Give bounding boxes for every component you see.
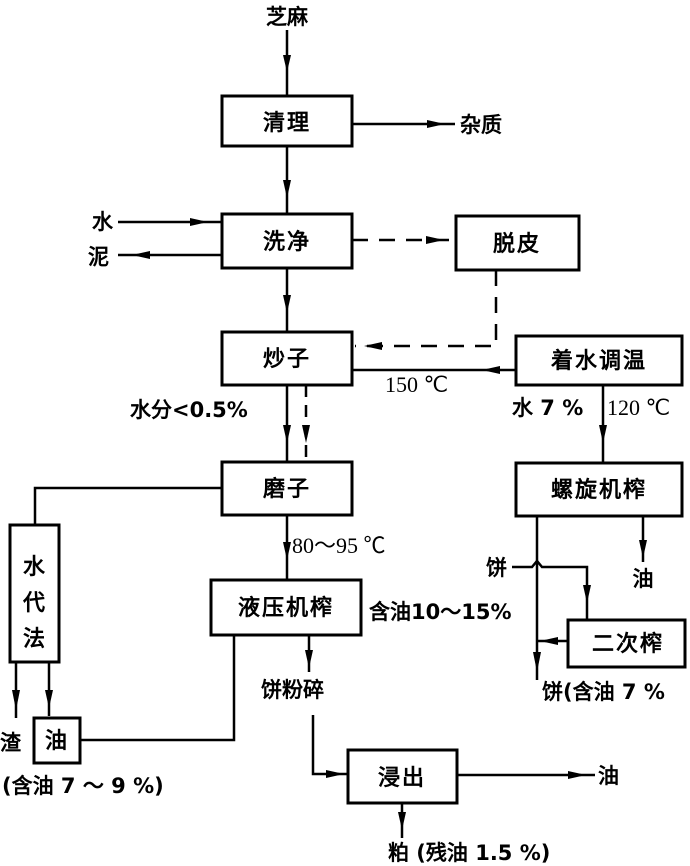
arrowhead <box>283 425 291 443</box>
arrowhead <box>283 295 291 313</box>
input-sesame-label: 芝麻 <box>266 5 309 29</box>
arrowhead <box>533 652 541 672</box>
node-oil-box-label: 油 <box>45 729 69 754</box>
screw-oil-label: 油 <box>633 567 654 591</box>
edge-dehulling-roasting <box>355 270 498 348</box>
arrowhead <box>482 366 500 374</box>
node-water-conditioning <box>514 334 684 387</box>
node-second-press-label: 二次榨 <box>592 631 664 657</box>
arrowhead <box>398 812 406 830</box>
water-method-oil-content-label: (含油 7 ～ 9 %) <box>2 774 164 798</box>
edge-cakecrush-extraction <box>311 715 348 776</box>
arrowhead <box>302 425 310 443</box>
arrowhead <box>364 342 382 350</box>
node-dehulling-label: 脱皮 <box>493 231 541 257</box>
water-percent-label: 水 7 % <box>512 396 583 420</box>
extraction-oil-label: 油 <box>598 764 619 788</box>
node-roasting <box>220 330 354 387</box>
node-extraction <box>346 748 459 805</box>
arrowhead <box>568 771 586 779</box>
arrowhead <box>540 637 558 645</box>
node-oil-box <box>32 716 82 765</box>
node-second-press <box>566 618 687 669</box>
edge-hydraulic-oilbox <box>80 635 236 742</box>
arrowhead <box>190 218 208 226</box>
arrowhead <box>283 55 291 72</box>
arrowhead <box>639 540 647 558</box>
node-screw-press <box>514 461 684 518</box>
conditioning-temp-label: 120 ℃ <box>607 395 670 420</box>
node-water-method-label-2: 代 <box>22 591 47 616</box>
residue-label: 渣 <box>0 731 22 755</box>
arrowhead <box>305 650 313 668</box>
node-water-method-label-1: 水 <box>23 555 47 580</box>
impurities-label: 杂质 <box>460 113 502 137</box>
cake-top-label: 饼 <box>486 556 507 580</box>
press-oil-content-label: 含油10～15% <box>369 600 512 624</box>
cake-crush-label: 饼粉碎 <box>261 678 324 702</box>
arrowhead <box>583 585 591 603</box>
node-water-conditioning-label: 着水调温 <box>550 348 647 374</box>
node-screw-press-label: 螺旋机榨 <box>551 477 647 503</box>
water-in-label: 水 <box>92 210 114 234</box>
moisture-label: 水分<0.5% <box>130 398 248 422</box>
roast-temp-label: 150 ℃ <box>385 372 448 397</box>
node-hydraulic-press <box>209 578 363 637</box>
arrowhead <box>283 542 291 560</box>
arrowhead <box>12 690 20 710</box>
node-hydraulic-press-label: 液压机榨 <box>238 595 334 621</box>
node-water-method <box>8 523 61 664</box>
meal-label: 粕 (残油 1.5 %) <box>388 841 550 865</box>
node-cleaning-label: 清理 <box>263 110 311 136</box>
node-washing <box>220 212 354 270</box>
arrowhead <box>427 120 445 128</box>
edge-cake-secondpress <box>512 559 589 620</box>
node-grinding-label: 磨子 <box>263 477 311 502</box>
node-dehulling <box>454 214 581 272</box>
arrowhead <box>45 690 53 708</box>
arrowhead <box>599 425 607 443</box>
grinding-temp-label: 80～95 ℃ <box>292 533 386 558</box>
node-grinding <box>220 460 354 517</box>
node-washing-label: 洗净 <box>263 229 311 255</box>
mud-out-label: 泥 <box>88 245 109 269</box>
node-water-method-label-3: 法 <box>23 627 47 652</box>
arrowhead <box>132 251 150 259</box>
edge-grinding-watermethod <box>33 486 222 525</box>
node-extraction-label: 浸出 <box>378 766 426 791</box>
cake-bottom-label: 饼(含油 7 % <box>542 680 665 704</box>
node-cleaning <box>220 94 354 148</box>
arrowhead <box>426 236 444 244</box>
node-roasting-label: 炒子 <box>263 347 311 372</box>
arrowhead <box>326 770 344 778</box>
arrowhead <box>283 180 291 198</box>
